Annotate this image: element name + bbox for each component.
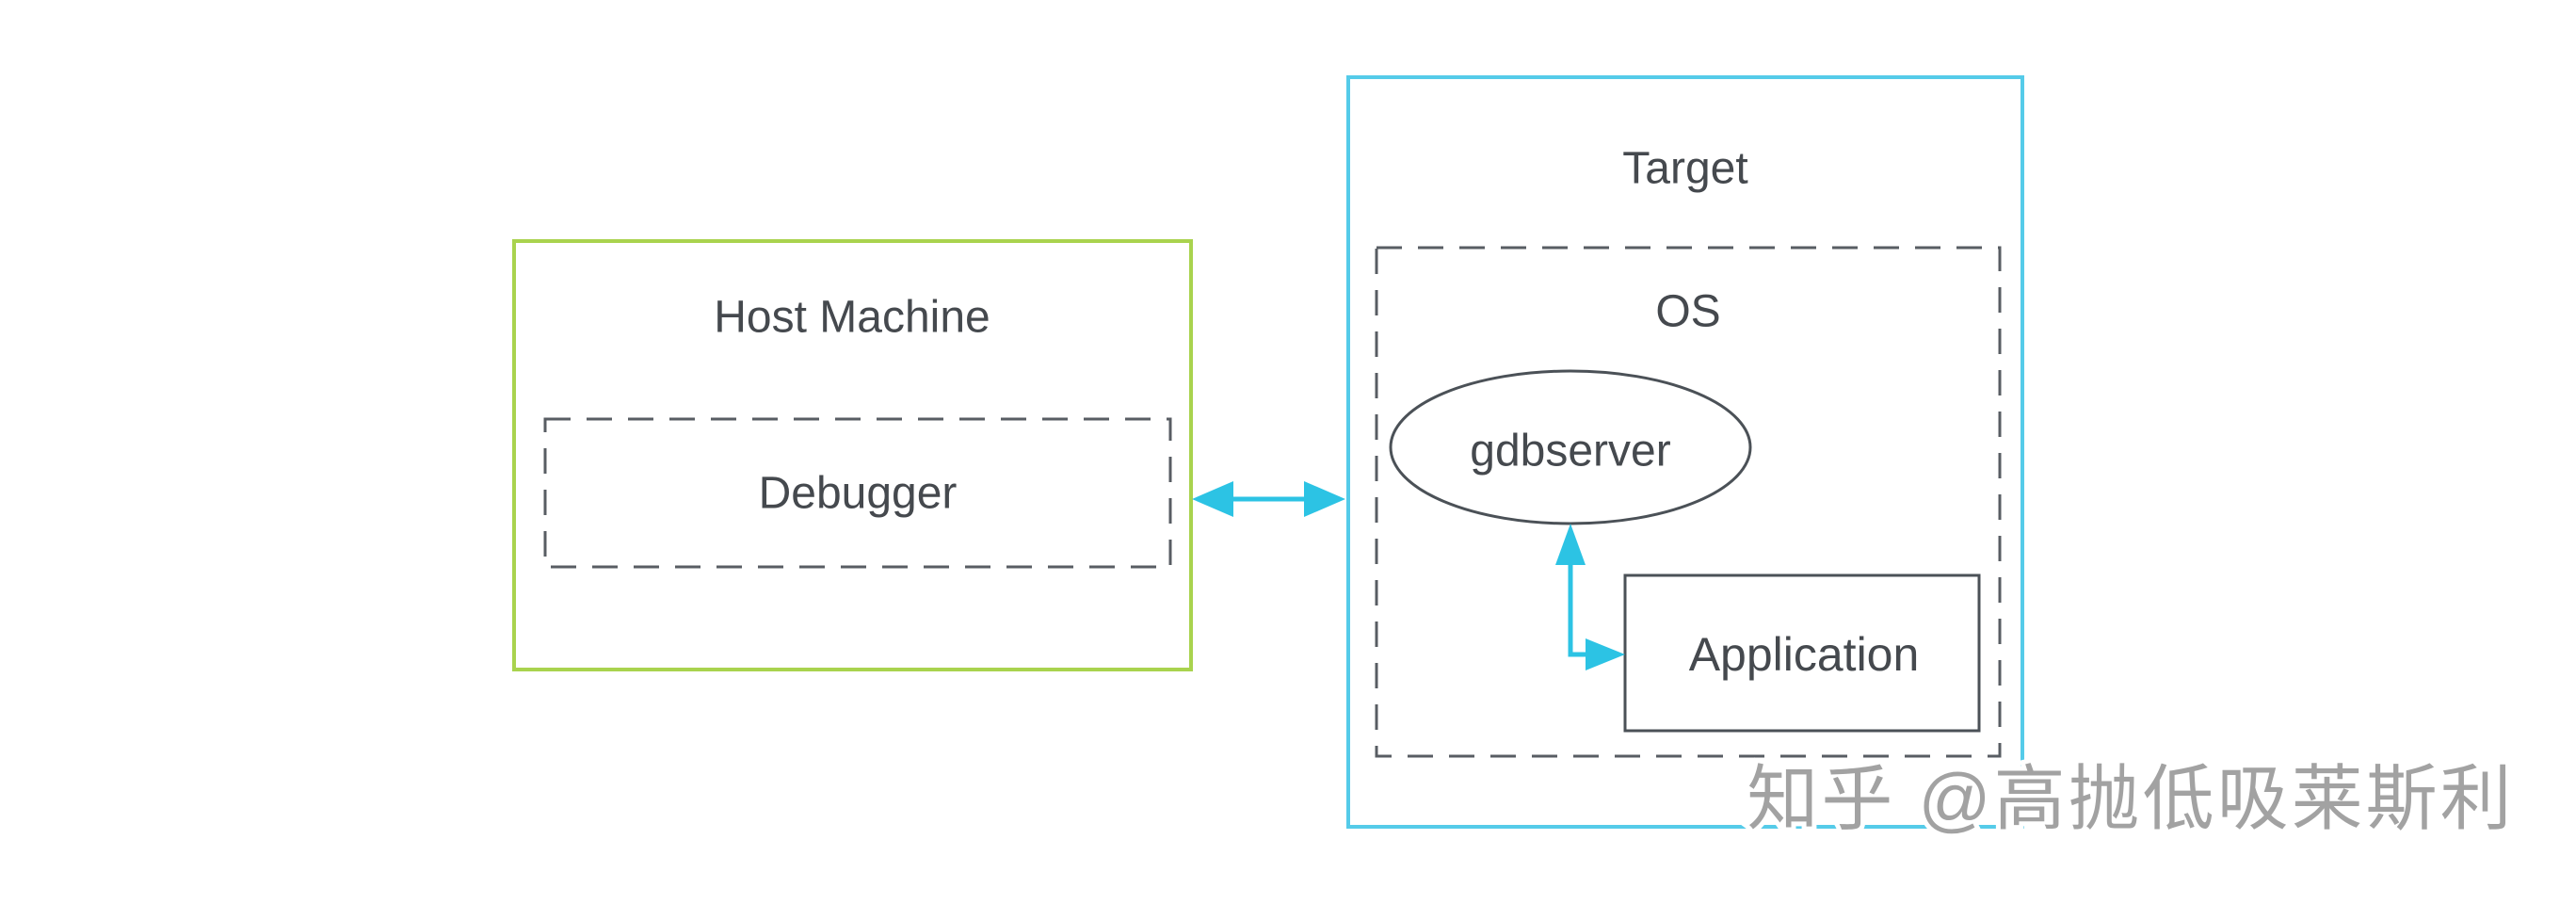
debugger-box (543, 417, 1172, 569)
host-machine-title: Host Machine (714, 293, 990, 343)
arrowhead-into-application-icon (1586, 638, 1625, 670)
host-target-bidirectional-arrow (1192, 481, 1345, 517)
target-box (1346, 75, 2024, 829)
debugger-label: Debugger (759, 469, 958, 519)
arrowhead-up-icon (1555, 524, 1586, 565)
connector-elbow-shaft (1568, 563, 1591, 657)
arrowhead-right-icon (1304, 481, 1345, 517)
gdbserver-application-connector (1555, 524, 1625, 670)
application-label: Application (1689, 628, 1920, 681)
gdbserver-label: gdbserver (1470, 427, 1670, 476)
os-box (1375, 246, 2002, 758)
arrowhead-left-icon (1192, 481, 1233, 517)
zhihu-watermark: 知乎 @高抛低吸莱斯利 (1747, 760, 2514, 840)
os-label: OS (1655, 287, 1720, 337)
target-title: Target (1622, 144, 1747, 194)
host-machine-box (512, 239, 1193, 671)
application-box (1623, 573, 1981, 733)
